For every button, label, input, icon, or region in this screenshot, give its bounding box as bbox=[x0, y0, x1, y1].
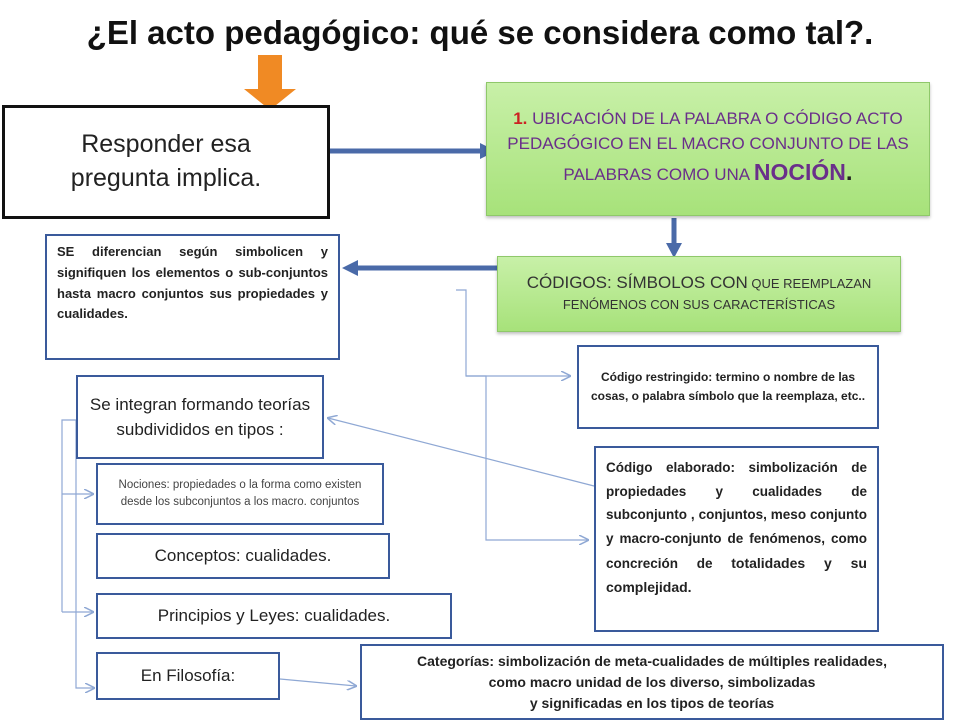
connector-to-restringido bbox=[456, 289, 570, 376]
codigos-rest: QUE REEMPLAZAN FENÓMENOS CON SUS CARACTE… bbox=[562, 276, 872, 312]
page-title: ¿El acto pedagógico: qué se considera co… bbox=[86, 14, 874, 51]
elaborado-box: Código elaborado: simbolización de propi… bbox=[594, 446, 879, 632]
connector-left-bracket bbox=[61, 419, 76, 612]
nociones-box: Nociones: propiedades o la forma como ex… bbox=[96, 463, 384, 525]
ubicacion-text: 1. UBICACIÓN DE LA PALABRA O CÓDIGO ACTO… bbox=[503, 107, 913, 191]
nociones-text: Nociones: propiedades o la forma como ex… bbox=[118, 479, 362, 508]
elaborado-text: Código elaborado: simbolización de propi… bbox=[606, 456, 867, 600]
elaborado-main: Código elaborado: simbolización de propi… bbox=[606, 460, 867, 571]
codigos-text: CÓDIGOS: SÍMBOLOS CON QUE REEMPLAZAN FEN… bbox=[510, 272, 888, 316]
arrow-to-diferencian bbox=[342, 260, 497, 276]
elaborado-tail: totalidades y su complejidad. bbox=[606, 554, 867, 596]
ubicacion-end: . bbox=[845, 159, 853, 187]
filosofia-text: En Filosofía: bbox=[140, 666, 236, 685]
ubicacion-body: UBICACIÓN DE LA PALABRA O CÓDIGO ACTO PE… bbox=[507, 108, 909, 185]
restringido-box: Código restringido: termino o nombre de … bbox=[577, 345, 879, 429]
categorias-box: Categorías: simbolización de meta-cualid… bbox=[360, 644, 944, 720]
ubicacion-box: 1. UBICACIÓN DE LA PALABRA O CÓDIGO ACTO… bbox=[486, 82, 930, 216]
respond-text: Responder esa pregunta implica. bbox=[70, 130, 262, 192]
respond-box: Responder esa pregunta implica. bbox=[2, 105, 330, 219]
connector-to-filosofia bbox=[75, 420, 94, 688]
categorias-line3: y significadas en los tipos de teorías bbox=[529, 694, 775, 711]
connector-filosofia-to-categorias bbox=[279, 678, 356, 686]
arrow-to-ubicacion bbox=[330, 143, 496, 159]
codigos-lead: CÓDIGOS: SÍMBOLOS CON bbox=[526, 273, 748, 293]
principios-box: Principios y Leyes: cualidades. bbox=[96, 593, 452, 639]
arrow-to-codigos bbox=[666, 218, 682, 258]
codigos-box: CÓDIGOS: SÍMBOLOS CON QUE REEMPLAZAN FEN… bbox=[497, 256, 901, 332]
restringido-text: Código restringido: termino o nombre de … bbox=[590, 370, 866, 403]
categorias-line2: como macro unidad de los diverso, simbol… bbox=[488, 673, 816, 690]
ubicacion-number: 1. bbox=[513, 108, 528, 128]
integran-text: Se integran formando teorías subdividido… bbox=[89, 394, 311, 440]
categorias-line1: Categorías: simbolización de meta-cualid… bbox=[417, 652, 887, 669]
integran-box: Se integran formando teorías subdividido… bbox=[76, 375, 324, 459]
conceptos-box: Conceptos: cualidades. bbox=[96, 533, 390, 579]
ubicacion-emph: NOCIÓN bbox=[753, 159, 846, 186]
diferencian-box: SE diferencian según simbolicen y signif… bbox=[45, 234, 340, 360]
orange-down-arrow bbox=[244, 55, 296, 110]
diferencian-text: SE diferencian según simbolicen y signif… bbox=[57, 244, 328, 322]
filosofia-box: En Filosofía: bbox=[96, 652, 280, 700]
connector-elaborado-to-integran bbox=[328, 418, 595, 487]
principios-text: Principios y Leyes: cualidades. bbox=[157, 606, 391, 625]
conceptos-text: Conceptos: cualidades. bbox=[154, 546, 332, 565]
